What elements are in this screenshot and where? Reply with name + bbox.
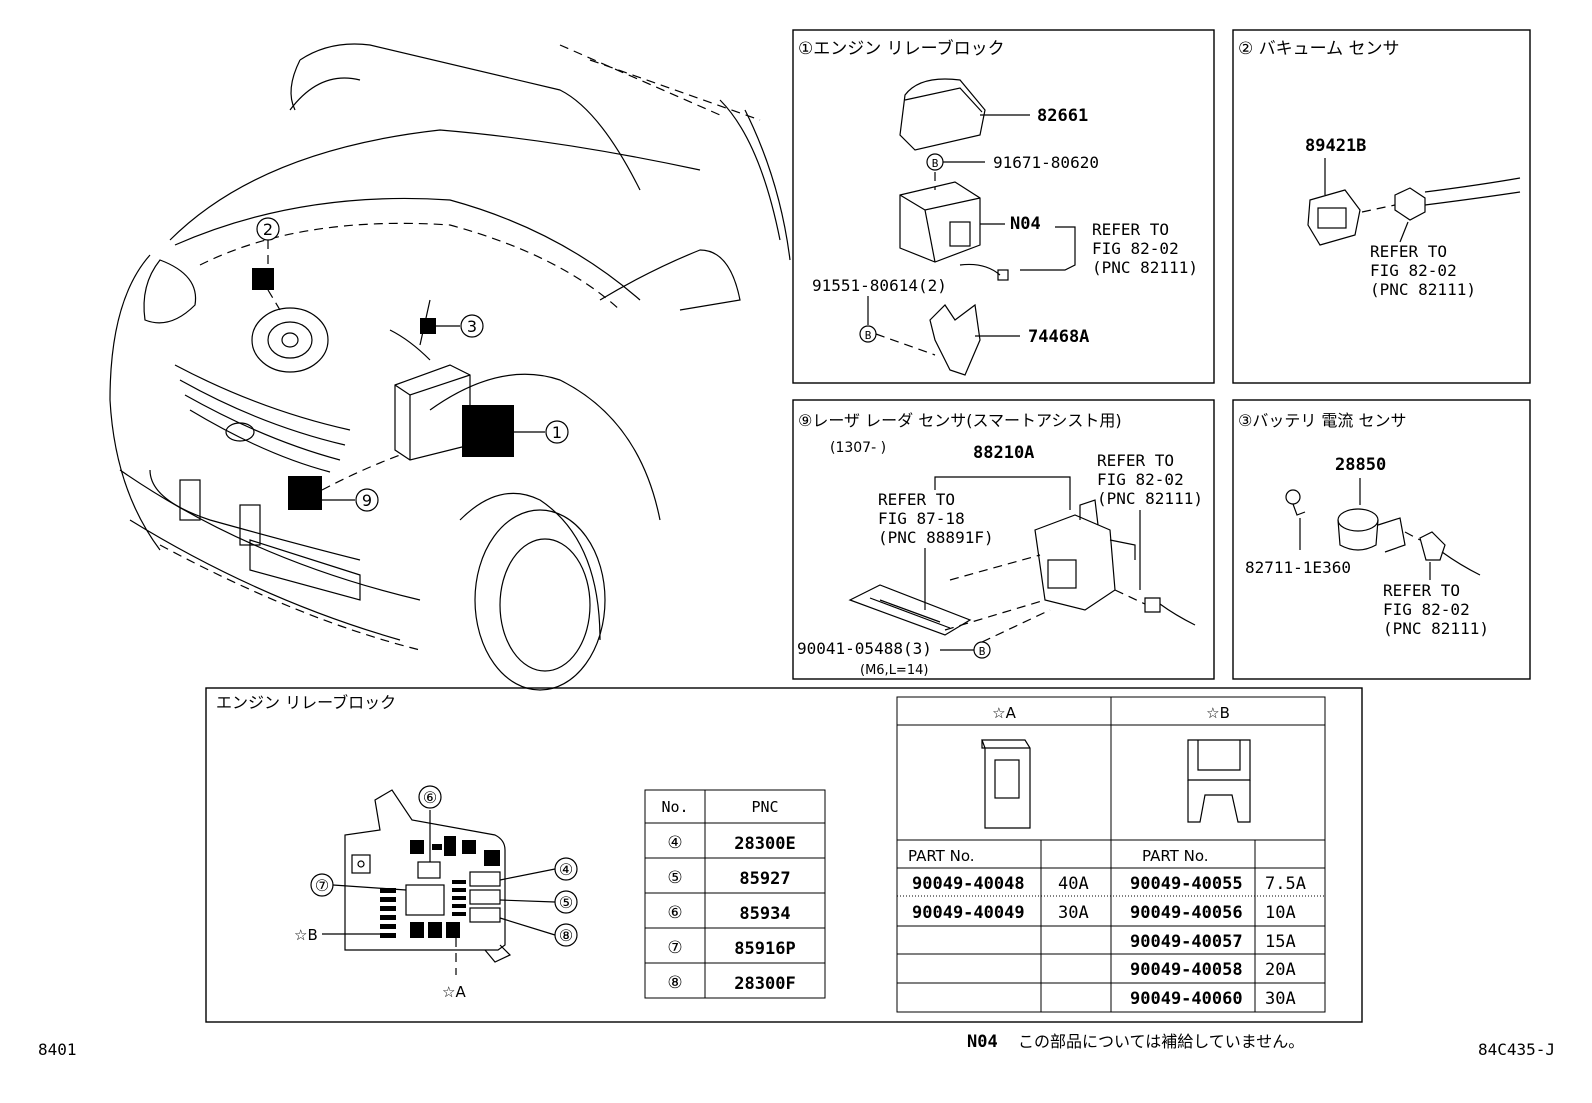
fuse-stack <box>380 880 466 938</box>
callout-1: 1 <box>545 420 569 444</box>
box1-title: ①エンジン リレーブロック <box>798 38 1005 59</box>
svg-text:B: B <box>932 157 939 170</box>
callout-3: 3 <box>460 314 484 338</box>
svg-text:B: B <box>865 329 872 342</box>
fuse-b-amp: 15A <box>1265 932 1296 952</box>
pnc-header-pnc: PNC <box>751 798 778 816</box>
pnc-row-value: 85927 <box>739 869 790 889</box>
box-vacuum-sensor: ② バキューム センサ 89421B REFER TO FIG 82-02 (P… <box>1232 29 1531 384</box>
part-91671-80620: 91671-80620 <box>993 153 1099 172</box>
footnote-text: この部品については補給していません。 <box>1018 1032 1304 1051</box>
pnc-table: No. PNC ④ 28300E ⑤ 85927 ⑥ 85934 ⑦ 85916… <box>644 789 826 999</box>
pnc-row-no: ⑦ <box>667 938 682 958</box>
page-code: 8401 <box>38 1040 77 1059</box>
box3-refer-1: REFER TO <box>1383 581 1460 600</box>
fuse-a-amp: 30A <box>1058 903 1089 923</box>
svg-text:1: 1 <box>552 423 562 442</box>
box-battery-current-sensor: ③バッテリ 電流 センサ 28850 82711-1E360 REFER TO … <box>1232 399 1531 680</box>
pnc-row-value: 28300E <box>734 834 795 854</box>
figure-code: 84C435-J <box>1478 1040 1555 1059</box>
part-88210A: 88210A <box>973 443 1034 463</box>
pnc-row-no: ④ <box>667 833 682 853</box>
fuse-a-part: 90049-40048 <box>912 874 1025 894</box>
box2-refer-1: REFER TO <box>1370 242 1447 261</box>
part-90041-05488: 90041-05488(3) <box>797 639 932 658</box>
box9-refer-a-1: REFER TO <box>878 490 955 509</box>
part-82661: 82661 <box>1037 106 1088 126</box>
callout-2: 2 <box>256 217 280 241</box>
callout-9: 9 <box>355 488 379 512</box>
box1-refer-2: FIG 82-02 <box>1092 239 1179 258</box>
box-engine-relay-block: ①エンジン リレーブロック 82661 B 91671-80620 N04 RE… <box>792 29 1215 384</box>
part-N04: N04 <box>1010 214 1041 234</box>
svg-text:3: 3 <box>467 317 477 336</box>
fuse-b-amp: 20A <box>1265 960 1296 980</box>
pnc-row-no: ⑥ <box>667 903 682 923</box>
fuse-b-part: 90049-40056 <box>1130 903 1243 923</box>
part-89421B: 89421B <box>1305 136 1366 156</box>
fuse-b-amp: 7.5A <box>1265 874 1306 894</box>
fuse-b-amp: 10A <box>1265 903 1296 923</box>
fuse-header-b: ☆B <box>1206 704 1230 722</box>
pnc-row-no: ⑧ <box>667 973 682 993</box>
part-91551-80614: 91551-80614(2) <box>812 276 947 295</box>
pnc-row-value: 85934 <box>739 904 790 924</box>
part-28850: 28850 <box>1335 455 1386 475</box>
fuse-b-part: 90049-40058 <box>1130 960 1243 980</box>
relay-block-title: エンジン リレーブロック <box>216 693 396 712</box>
fuse-table: ☆A ☆B PART No. PART No. 90049-40048 40A … <box>896 696 1326 1013</box>
fuse-a-amp: 40A <box>1058 874 1089 894</box>
box3-refer-3: (PNC 82111) <box>1383 619 1489 638</box>
fuse-header-a: ☆A <box>992 704 1016 722</box>
box-laser-radar-sensor: ⑨レーザ レーダ センサ(スマートアシスト用) (1307- ) 88210A … <box>792 399 1215 680</box>
svg-text:2: 2 <box>263 220 273 239</box>
pnc-row-value: 85916P <box>734 939 795 959</box>
svg-text:9: 9 <box>362 491 372 510</box>
fuse-part-label-a: PART No. <box>908 847 975 865</box>
part-82711-1E360: 82711-1E360 <box>1245 558 1351 577</box>
box9-refer-a-2: FIG 87-18 <box>878 509 965 528</box>
fuse-b-part: 90049-40057 <box>1130 932 1243 952</box>
fuse-b-amp: 30A <box>1265 989 1296 1009</box>
footnote-part: N04 <box>967 1032 998 1052</box>
box9-range: (1307- ) <box>830 440 886 456</box>
box2-refer-3: (PNC 82111) <box>1370 280 1476 299</box>
pnc-header-no: No. <box>661 798 688 816</box>
fuse-part-label-b: PART No. <box>1142 847 1209 865</box>
relay-callout-7: ⑦ <box>315 876 329 895</box>
part-74468A: 74468A <box>1028 327 1089 347</box>
relay-block-panel: エンジン リレーブロック <box>205 687 1363 1023</box>
box9-refer-b-3: (PNC 82111) <box>1097 489 1203 508</box>
box3-title: ③バッテリ 電流 センサ <box>1238 411 1407 430</box>
box9-marker: B <box>979 645 986 658</box>
pnc-row-no: ⑤ <box>667 868 682 888</box>
relay-callout-6: ⑥ <box>423 788 437 807</box>
relay-callout-5: ⑤ <box>559 893 573 912</box>
relay-star-b: ☆B <box>294 926 318 944</box>
relay-callout-4: ④ <box>559 860 573 879</box>
relay-star-a: ☆A <box>442 983 466 1001</box>
car-overview: 2 3 1 9 <box>109 43 791 691</box>
box9-title: ⑨レーザ レーダ センサ(スマートアシスト用) <box>798 411 1122 430</box>
box9-refer-a-3: (PNC 88891F) <box>878 528 994 547</box>
bolt-spec: (M6,L=14) <box>860 663 928 678</box>
fuse-b-part: 90049-40060 <box>1130 989 1243 1009</box>
box1-refer-3: (PNC 82111) <box>1092 258 1198 277</box>
relay-callout-8: ⑧ <box>559 926 573 945</box>
pnc-row-value: 28300F <box>734 974 795 994</box>
box3-refer-2: FIG 82-02 <box>1383 600 1470 619</box>
box9-refer-b-2: FIG 82-02 <box>1097 470 1184 489</box>
box2-title: ② バキューム センサ <box>1238 39 1400 59</box>
box1-refer-1: REFER TO <box>1092 220 1169 239</box>
fuse-b-part: 90049-40055 <box>1130 874 1243 894</box>
fuse-a-part: 90049-40049 <box>912 903 1025 923</box>
box2-refer-2: FIG 82-02 <box>1370 261 1457 280</box>
box9-refer-b-1: REFER TO <box>1097 451 1174 470</box>
